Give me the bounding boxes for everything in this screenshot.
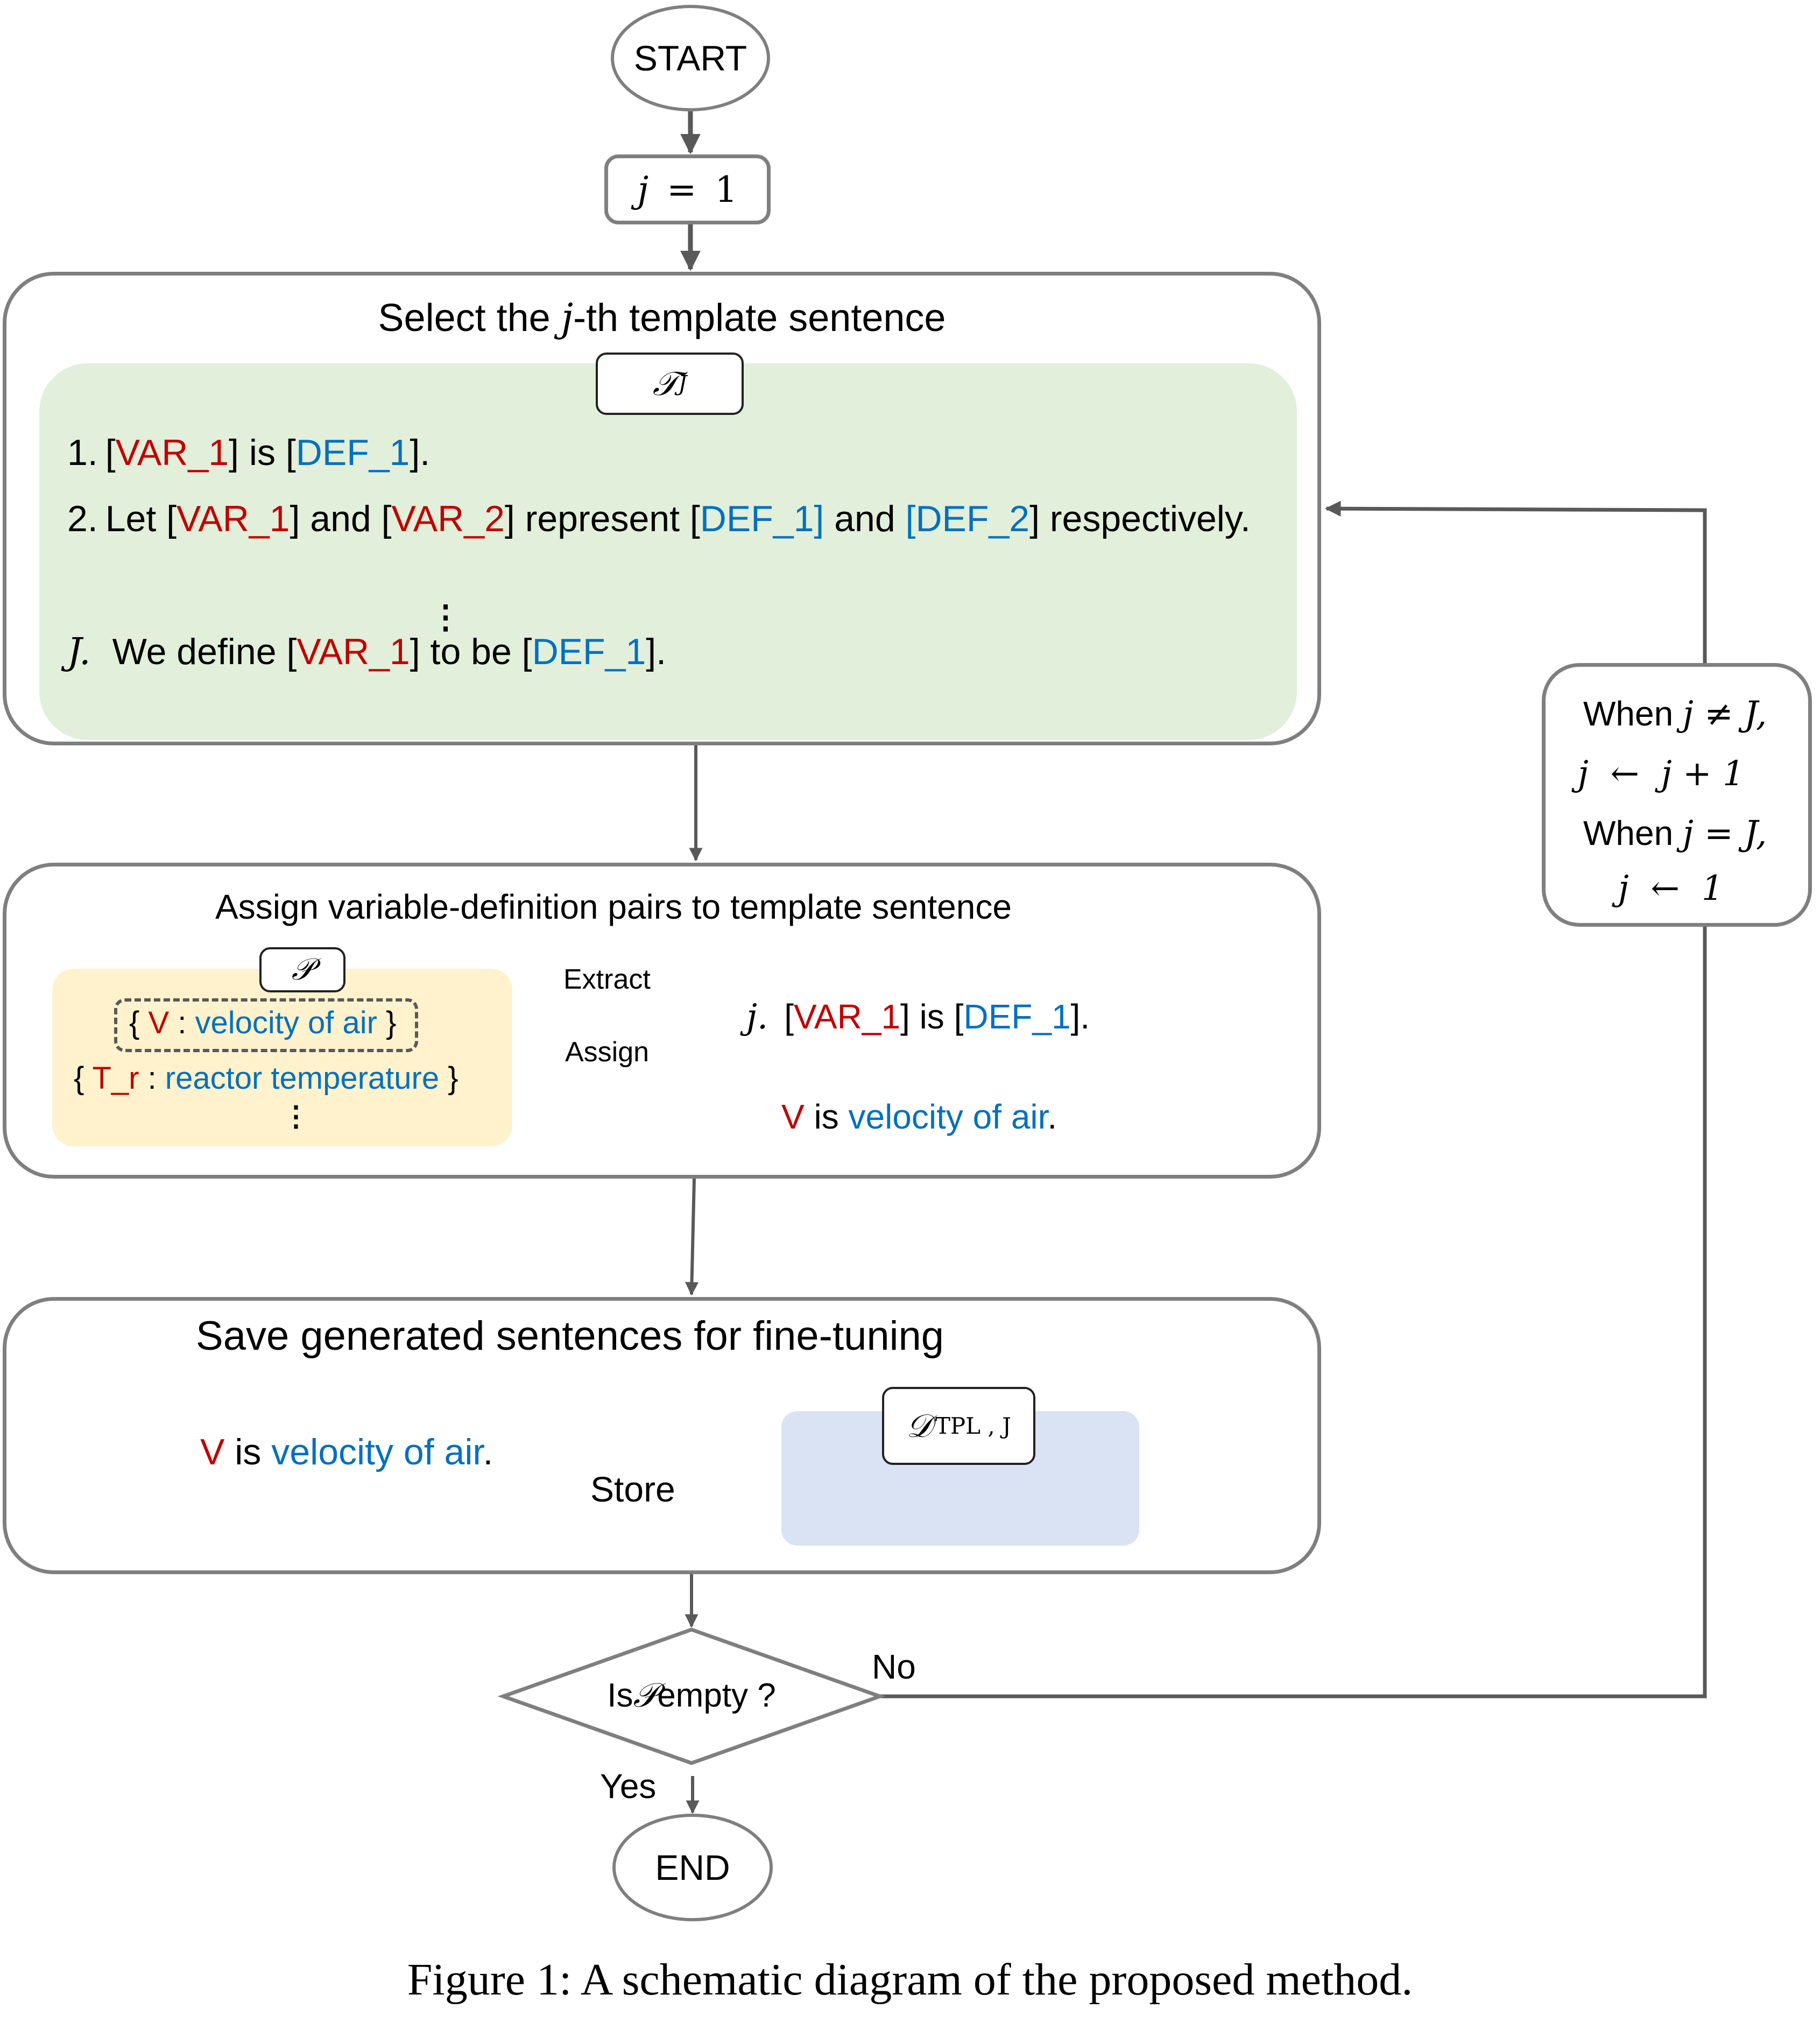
sentence-text: [ <box>105 432 116 473</box>
arrow-assign-to-save <box>685 1178 699 1296</box>
template-sentence-2: 2.Let [VAR_1] and [VAR_2] represent [DEF… <box>67 498 1251 540</box>
generated-sentence: V is velocity of air. <box>781 1097 1057 1137</box>
variable-token: VAR_1 <box>297 631 410 672</box>
sentence-text: We define [ <box>112 631 297 672</box>
loop-line-return <box>1325 501 1707 663</box>
figure-caption: Figure 1: A schematic diagram of the pro… <box>407 1955 1413 2005</box>
definition-token: DEF_1 <box>963 997 1071 1036</box>
loop-rule-line-4: j ← 1 <box>1618 869 1724 908</box>
loop-rule-line-1: When j ≠ J, <box>1583 694 1767 734</box>
sentence-text: Let [ <box>105 498 177 539</box>
assign-pairs-step: Assign variable-definition pairs to temp… <box>3 863 1321 1179</box>
sentence-text: is <box>224 1432 272 1472</box>
assign-step-title: Assign variable-definition pairs to temp… <box>215 887 1012 926</box>
init-op: = <box>667 168 697 210</box>
no-label: No <box>872 1647 916 1686</box>
template-number: 1. <box>67 432 98 473</box>
start-node: START <box>612 6 768 110</box>
definition-token: velocity of air <box>848 1097 1048 1136</box>
sentence-text: ]. <box>1070 997 1090 1036</box>
vertical-ellipsis: ⋮ <box>429 599 462 635</box>
init-var: j <box>637 168 649 210</box>
init-node: j = 1 <box>604 154 771 224</box>
definition-token: DEF_1] <box>700 498 824 539</box>
loop-line-no <box>880 926 1707 1698</box>
sentence-text: ] and [ <box>290 498 392 539</box>
definition-token: DEF_1 <box>532 631 646 672</box>
assign-label: Assign <box>565 1037 650 1068</box>
sentence-text: . <box>483 1432 493 1472</box>
loop-rule-line-3: When j = J, <box>1583 814 1767 854</box>
decision-diamond-shape <box>497 1627 886 1765</box>
selected-pair-dashed-box <box>114 998 418 1052</box>
definition-token: velocity of air <box>271 1432 483 1472</box>
sentence-text: ] is [ <box>229 432 296 473</box>
decision-node: Is 𝒫 empty ? <box>607 1675 776 1715</box>
loop-rule-box: When j ≠ J, j ← j + 1 When j = J, j ← 1 <box>1542 663 1812 927</box>
variable-token: VAR_1 <box>115 432 229 473</box>
variable-token: V <box>200 1432 225 1472</box>
template-panel <box>39 363 1297 740</box>
definition-token: [DEF_2 <box>905 498 1030 539</box>
template-sentence-1: 1.[VAR_1] is [DEF_1]. <box>67 432 430 474</box>
saved-sentence: V is velocity of air. <box>200 1431 493 1473</box>
pair-item-selected: { V : velocity of air } <box>129 1005 397 1040</box>
sentence-text: . <box>1047 1097 1057 1136</box>
variable-token: VAR_1 <box>793 997 900 1036</box>
start-terminal-shape <box>611 5 770 111</box>
sentence-text: ]. <box>410 432 431 473</box>
template-sentence-J: J. We define [VAR_1] to be [DEF_1]. <box>67 631 666 673</box>
loop-rule-line-2: j ← j + 1 <box>1578 754 1745 794</box>
pairs-set-label: 𝒫 <box>259 947 345 992</box>
definition-token: DEF_1 <box>295 432 410 473</box>
variable-token: VAR_1 <box>177 498 290 539</box>
template-number: J. <box>67 631 91 673</box>
save-step-title: Save generated sentences for fine-tuning <box>196 1313 944 1359</box>
store-label: Store <box>590 1469 675 1509</box>
select-step-title: Select the j-th template sentence <box>378 295 946 340</box>
variable-token: V <box>781 1097 805 1136</box>
sentence-text: is <box>804 1097 849 1136</box>
sentence-text: [ <box>784 997 794 1036</box>
sentence-text: ] respectively. <box>1029 498 1251 539</box>
sentence-text: ]. <box>646 631 667 672</box>
extract-label: Extract <box>563 964 651 995</box>
sentence-text: ] to be [ <box>410 631 532 672</box>
end-node: END <box>614 1815 771 1920</box>
sentence-text: and <box>824 498 906 539</box>
yes-label: Yes <box>600 1767 657 1806</box>
start-label: START <box>633 38 747 78</box>
pair-item: { T_r : reactor temperature } <box>74 1061 458 1096</box>
end-terminal-shape <box>612 1814 773 1921</box>
save-sentences-step: Save generated sentences for fine-tuning… <box>3 1297 1321 1574</box>
end-label: END <box>655 1848 730 1887</box>
sentence-text: ] is [ <box>900 997 964 1036</box>
sentence-text: ] represent [ <box>504 498 700 539</box>
init-value: 1 <box>715 168 738 210</box>
pairs-ellipsis: ⋮ <box>282 1101 310 1132</box>
variable-token: VAR_2 <box>391 498 505 539</box>
template-number: 2. <box>67 498 98 539</box>
assigned-template: j.[VAR_1] is [DEF_1]. <box>746 997 1090 1037</box>
